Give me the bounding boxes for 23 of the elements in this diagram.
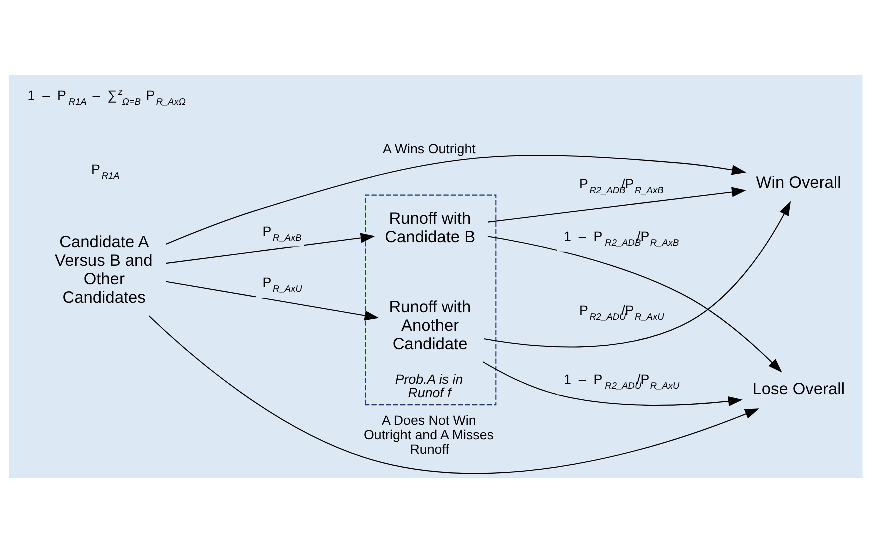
arrow	[165, 154, 746, 244]
edge-label: A Does Not Win Outright and A Misses Runoff	[364, 412, 494, 456]
node-text: Win Overall	[756, 173, 841, 192]
arrow	[166, 232, 375, 264]
edge-label: 1 – P$_{R2_ADU}$/P$_{R_AxU}$	[564, 371, 680, 390]
edge-label: P$_{R2_ADU}$/P$_{R_AxU}$	[578, 302, 664, 322]
node-text: Candidate A Versus B and Other Candidates	[54, 233, 152, 307]
node-text: Runoff with Another Candidate	[388, 298, 471, 353]
arrow	[148, 314, 760, 474]
edge-label: P$_{R2_ADB}$/P$_{R_AxB}$	[578, 176, 664, 196]
edge-label: P$_{R_AxU}$	[262, 274, 302, 294]
label: P$_{R1A}$	[91, 162, 120, 181]
edge-label: A Wins Outright	[382, 141, 476, 156]
arrow	[483, 200, 791, 348]
arrow	[487, 236, 782, 372]
edge-label: P$_{R_AxB}$	[262, 223, 302, 242]
node-text: Lose Overall	[752, 380, 844, 398]
arrow	[482, 361, 742, 406]
label: 1 – P$_{R1A}$ – ∑$^{z}$$_{Ω=B}$ P$_{R_AxΩ}$	[27, 86, 186, 107]
edge-label: 1 – P$_{R2_ADB}$/P$_{R_AxB}$	[564, 228, 679, 248]
arrow	[487, 186, 746, 222]
node-text: Runoff with Candidate B	[384, 209, 476, 246]
arrow	[166, 280, 379, 320]
